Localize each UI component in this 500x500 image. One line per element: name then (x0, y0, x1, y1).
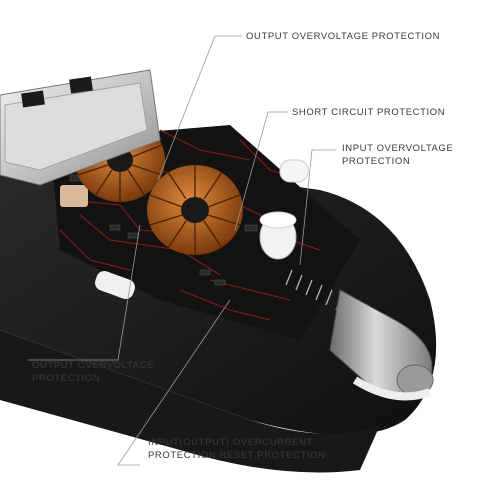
shell-lower (0, 330, 380, 473)
label-output-overvoltage-left-line2: PROTECTION (32, 373, 101, 384)
side-contact (279, 159, 309, 183)
label-input-overvoltage-line1: INPUT OVERVOLTAGE (342, 143, 454, 154)
label-overcurrent: INPUT(OUTPUT) OVERCURRENT PROTECTION,RES… (148, 436, 326, 462)
label-input-overvoltage-line2: PROTECTION (342, 156, 411, 167)
label-output-overvoltage-top: OUTPUT OVERVOLTAGE PROTECTION (246, 31, 441, 42)
label-short-circuit: SHORT CIRCUIT PROTECTION (292, 107, 446, 118)
pcb-pad (95, 271, 135, 299)
label-overcurrent-line2: PROTECTION,RESET PROTECTION (148, 450, 326, 461)
label-output-overvoltage-left-line1: OUTPUT OVERVOLTAGE (32, 360, 155, 371)
leader-lines (28, 35, 336, 466)
label-input-overvoltage: INPUT OVERVOLTAGE PROTECTION (342, 142, 453, 168)
usb-pin-slot (69, 76, 93, 94)
label-overcurrent-line1: INPUT(OUTPUT) OVERCURRENT (148, 437, 313, 448)
usb-pin-slot (21, 90, 45, 108)
toroid-coil-2 (147, 165, 243, 255)
smd-chip (60, 185, 88, 207)
side-ring (352, 376, 432, 401)
label-output-overvoltage-left: OUTPUT OVERVOLTAGE PROTECTION (32, 359, 155, 385)
